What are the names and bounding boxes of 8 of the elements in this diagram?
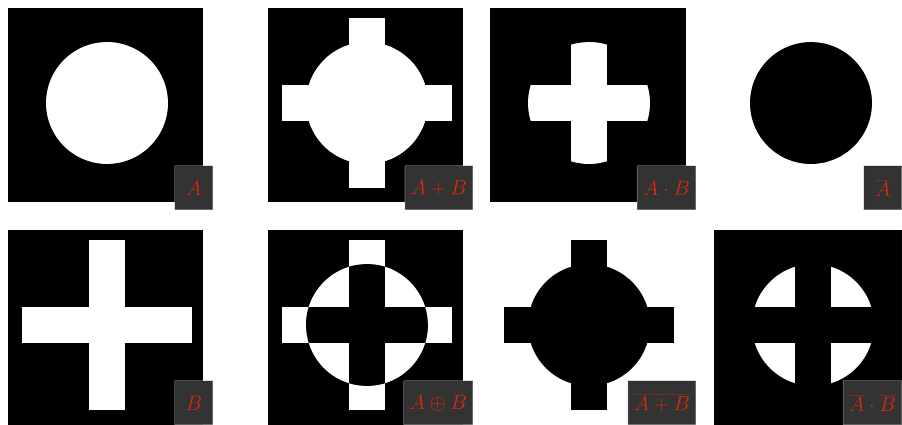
label-tag: $B$ — [174, 380, 213, 425]
label-tag: $\overline{A+B}$ — [628, 380, 696, 425]
label-tag: $A\cdot B$ — [636, 166, 696, 210]
label-tag: $\overline{A}$ — [864, 166, 902, 210]
label-tag: $\overline{A}\cdot\overline{B}$ — [842, 380, 902, 425]
label-tag: $A\oplus B$ — [404, 380, 473, 425]
label-tag: $A+B$ — [404, 166, 473, 210]
label-tag: $A$ — [174, 166, 213, 210]
